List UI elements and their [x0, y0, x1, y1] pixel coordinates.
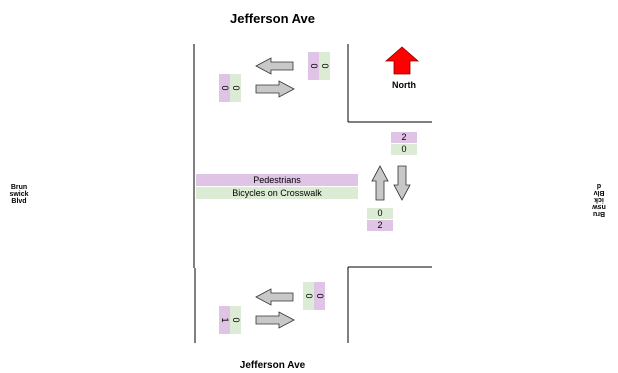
count-cell: 0 [367, 208, 393, 219]
street-label-left: Brun swick Blvd [9, 184, 29, 205]
north-arrow-icon [384, 46, 420, 75]
count-cell: 2 [391, 132, 417, 143]
count-cell: 2 [367, 220, 393, 231]
count-cell: 0 [303, 282, 314, 310]
count-cell: 1 [219, 306, 230, 334]
pedestrians-label: Pedestrians [196, 174, 358, 186]
count-cell: 0 [314, 282, 325, 310]
left-arrow-icon [255, 57, 294, 75]
street-label-right: Bru nsw ick Blv d [592, 182, 606, 217]
up-arrow-icon [371, 165, 389, 201]
street-label-top: Jefferson Ave [229, 11, 315, 26]
count-cell: 0 [391, 144, 417, 155]
count-cell: 0 [230, 74, 241, 102]
right-arrow-icon [255, 311, 295, 329]
count-cell: 0 [230, 306, 241, 334]
count-cell: 0 [319, 52, 330, 80]
count-cell: 0 [308, 52, 319, 80]
bicycles-label: Bicycles on Crosswalk [196, 187, 358, 199]
right-arrow-icon [255, 80, 295, 98]
street-label-bottom: Jefferson Ave [239, 360, 306, 371]
down-arrow-icon [393, 165, 411, 201]
north-label: North [392, 80, 416, 90]
left-arrow-icon [255, 288, 294, 306]
count-cell: 0 [219, 74, 230, 102]
